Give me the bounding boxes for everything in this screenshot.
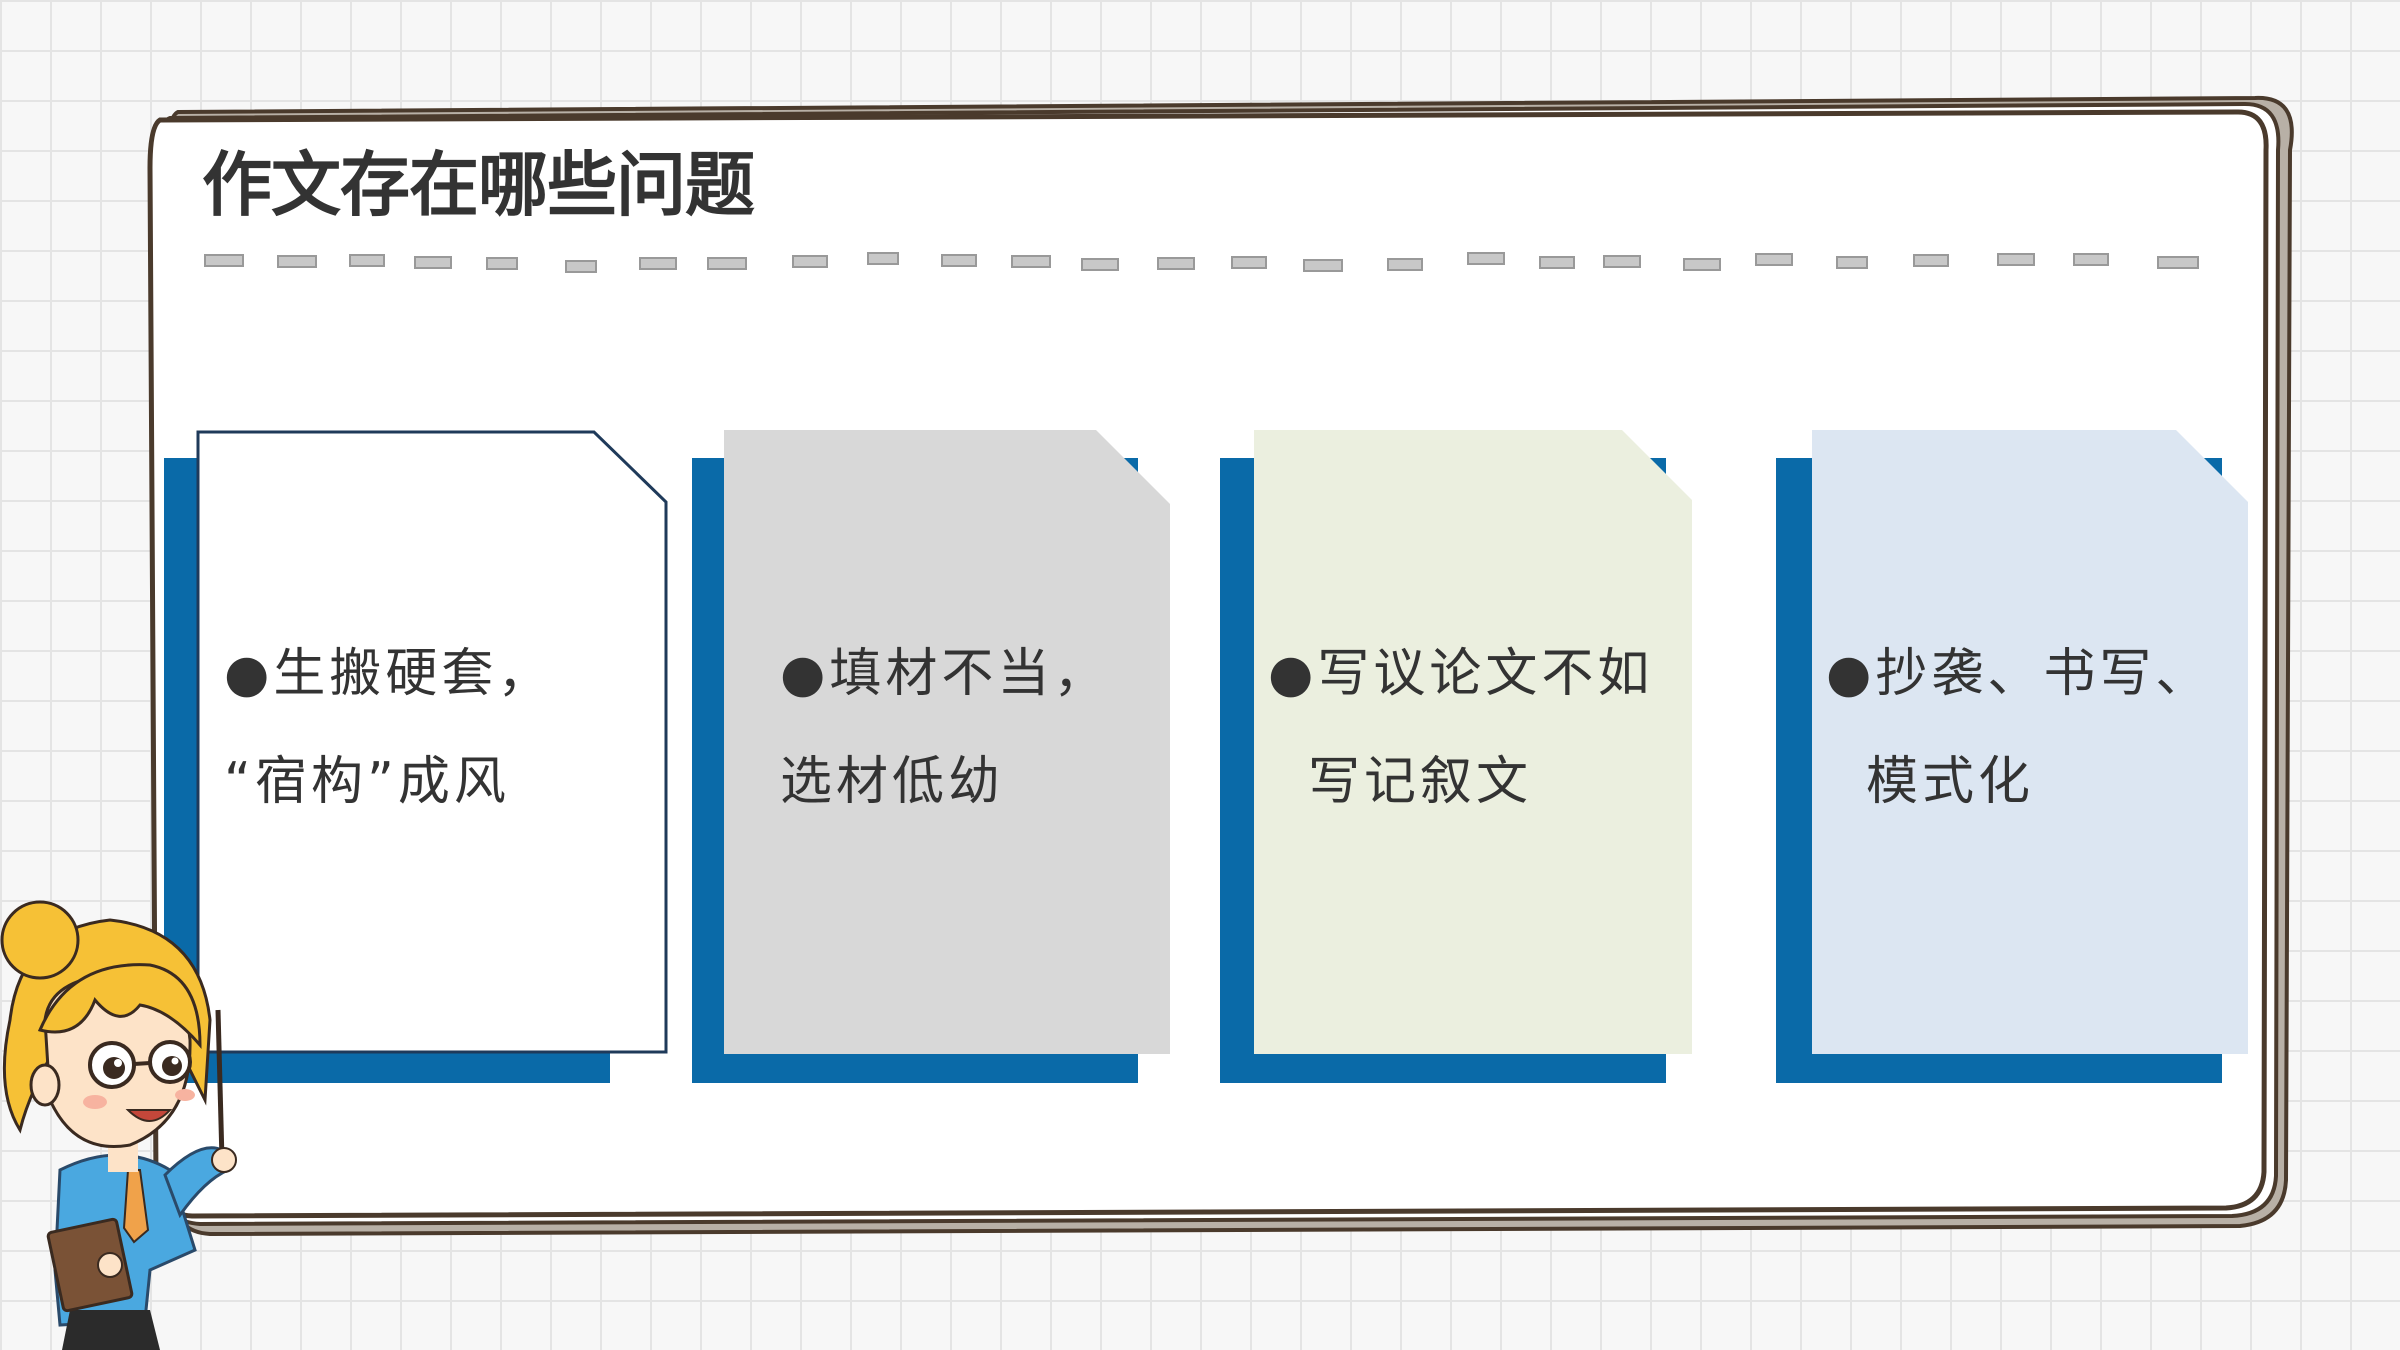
problem-card-1: ●生搬硬套， “宿构”成风	[164, 430, 668, 1083]
folded-paper-icon	[1812, 430, 2248, 1054]
card-text: ●填材不当， 选材低幼	[780, 620, 1180, 836]
cartoon-teacher-icon	[0, 900, 237, 1350]
dashed-divider-icon	[204, 252, 2199, 273]
card-line-2: 选材低幼	[780, 752, 1005, 812]
card-line-2: 写记叙文	[1308, 752, 1533, 812]
folded-paper-icon	[724, 430, 1170, 1054]
card-line-1: ●写议论文不如	[1268, 644, 1654, 704]
card-text: ●抄袭、书写、 模式化	[1826, 620, 2226, 836]
problem-card-4: ●抄袭、书写、 模式化	[1776, 430, 2248, 1083]
card-text: ●生搬硬套， “宿构”成风	[224, 620, 624, 836]
card-line-1: ●生搬硬套，	[224, 644, 554, 704]
folded-paper-icon	[1254, 430, 1692, 1054]
problem-card-3: ●写议论文不如 写记叙文	[1220, 430, 1692, 1083]
card-line-2: “宿构”成风	[224, 752, 510, 812]
page-title: 作文存在哪些问题	[202, 144, 755, 226]
card-line-2: 模式化	[1866, 752, 2035, 812]
folded-paper-icon	[196, 430, 668, 1054]
card-line-1: ●填材不当，	[780, 644, 1110, 704]
card-text: ●写议论文不如 写记叙文	[1268, 620, 1668, 836]
card-line-1: ●抄袭、书写、	[1826, 644, 2212, 704]
card-face: ●填材不当， 选材低幼	[724, 430, 1170, 1054]
card-face: ●抄袭、书写、 模式化	[1812, 430, 2250, 1054]
problem-card-2: ●填材不当， 选材低幼	[692, 430, 1170, 1083]
card-face: ●生搬硬套， “宿构”成风	[196, 430, 668, 1054]
card-face: ●写议论文不如 写记叙文	[1254, 430, 1692, 1054]
